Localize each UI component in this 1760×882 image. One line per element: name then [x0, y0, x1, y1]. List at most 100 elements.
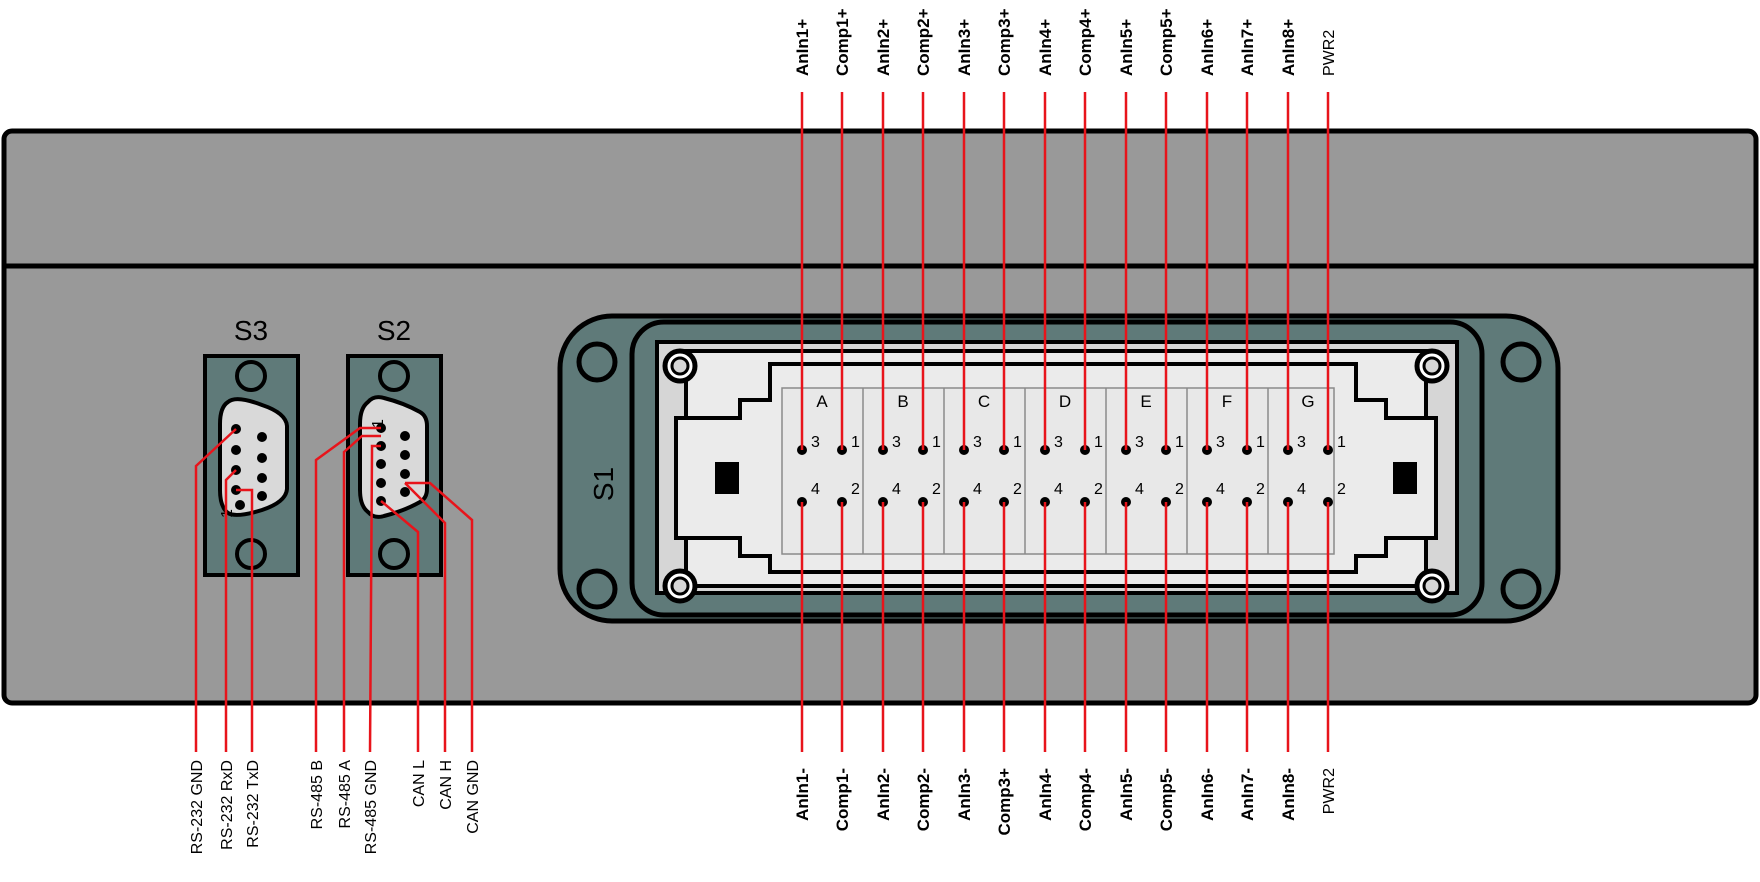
s2-wire-can-gnd — [405, 481, 474, 752]
contact-number: 1 — [1013, 434, 1022, 451]
bottom-wire-label: AnIn5- — [1117, 768, 1136, 821]
top-wire-label: AnIn5+ — [1117, 19, 1136, 76]
s2-pin — [376, 459, 386, 469]
bottom-wire-label: Comp3+ — [995, 768, 1014, 836]
s2-wire-label: RS-485 A — [337, 760, 354, 829]
contact-number: 1 — [851, 434, 860, 451]
s2-pin — [400, 469, 410, 479]
contact-number: 3 — [1216, 434, 1225, 451]
s3-wire-gnd — [194, 428, 237, 752]
column-letter: D — [1059, 392, 1071, 411]
s1-keying-top — [686, 362, 1426, 420]
s1-flange-hole-tr — [1500, 341, 1542, 383]
s2-screw-top — [378, 360, 410, 392]
s1-flange-hole-br — [1500, 568, 1542, 610]
top-wire-label: AnIn2+ — [874, 19, 893, 76]
s2-pins — [376, 423, 410, 506]
s2-wire-label: CAN L — [411, 760, 428, 807]
s3-wire-label: RS-232 TxD — [245, 760, 262, 848]
s2-wire-label: RS-485 GND — [363, 760, 380, 854]
s2-wire-label: CAN GND — [465, 760, 482, 834]
s2-pin — [400, 450, 410, 460]
bottom-wire-label: Comp5- — [1157, 768, 1176, 831]
contact-number: 1 — [1175, 434, 1184, 451]
s2-wire-can-h — [404, 482, 447, 752]
top-wire-label: Comp1+ — [833, 8, 852, 76]
s2-wire-label: RS-485 B — [309, 760, 326, 829]
contact-number: 2 — [932, 481, 941, 498]
s2-wire-rs485-gnd — [368, 444, 381, 753]
contact-number: 4 — [892, 481, 901, 498]
top-wire-label: PWR2 — [1321, 30, 1338, 76]
top-wire-label: AnIn3+ — [955, 19, 974, 76]
bottom-wire-label: Comp4- — [1076, 768, 1095, 831]
s1-flange-hole-bl — [576, 568, 618, 610]
top-wire-label: Comp2+ — [914, 8, 933, 76]
contact-number: 4 — [1216, 481, 1225, 498]
s3-dsub-shell — [218, 397, 289, 517]
contact-number: 2 — [1013, 481, 1022, 498]
s2-wire-label: CAN H — [438, 760, 455, 810]
top-wire-label: Comp5+ — [1157, 8, 1176, 76]
s2-screw-bottom — [378, 538, 410, 570]
contact-number: 2 — [1175, 481, 1184, 498]
top-wire-label: AnIn7+ — [1238, 19, 1257, 76]
s2-pin — [376, 478, 386, 488]
top-wire-label: AnIn1+ — [793, 19, 812, 76]
s1-title: S1 — [588, 467, 619, 501]
s3-pin — [257, 432, 267, 442]
s2-pin — [400, 487, 410, 497]
s1-key-block-right — [1393, 462, 1417, 494]
top-wire-label: Comp4+ — [1076, 8, 1095, 76]
s3-title: S3 — [234, 315, 268, 346]
s2-pin1-label: 1 — [370, 419, 387, 428]
contact-number: 4 — [811, 481, 820, 498]
contact-number: 3 — [1054, 434, 1063, 451]
bottom-wire-label: AnIn1- — [793, 768, 812, 821]
bottom-wire-label: AnIn3- — [955, 768, 974, 821]
s2-dsub-shell — [358, 395, 429, 519]
s2-wire-rs485-b — [314, 426, 381, 752]
s1-keying-bottom — [686, 536, 1426, 574]
s1-flange-hole-tl — [576, 341, 618, 383]
s3-wire-txd — [236, 488, 254, 752]
contact-number: 3 — [892, 434, 901, 451]
s1-key-block-left — [715, 462, 739, 494]
s3-pin — [257, 453, 267, 463]
s3-pin1-label: 1 — [219, 509, 236, 518]
contact-number: 1 — [932, 434, 941, 451]
s3-wire-label: RS-232 GND — [189, 760, 206, 854]
contact-number: 2 — [851, 481, 860, 498]
connector-s2: S2 1 — [346, 315, 443, 577]
contact-number: 1 — [1256, 434, 1265, 451]
contact-number: 2 — [1256, 481, 1265, 498]
s3-pin — [231, 445, 241, 455]
s3-pin — [257, 491, 267, 501]
wires — [194, 92, 1330, 753]
top-wire-label: Comp3+ — [995, 8, 1014, 76]
s3-pin — [257, 473, 267, 483]
column-letter: F — [1222, 392, 1232, 411]
column-letter: C — [978, 392, 990, 411]
s3-pin — [235, 500, 245, 510]
contact-number: 4 — [1297, 481, 1306, 498]
contact-number: 1 — [1337, 434, 1346, 451]
s2-pin — [400, 431, 410, 441]
s3-screw-top — [235, 360, 267, 392]
contact-number: 3 — [811, 434, 820, 451]
top-wire-label: AnIn6+ — [1198, 19, 1217, 76]
contact-number: 4 — [1054, 481, 1063, 498]
s3-wire-label: RS-232 RxD — [219, 760, 236, 850]
s1-contact-field — [781, 387, 1335, 555]
s3-wire-rxd — [224, 469, 237, 752]
bottom-wire-label: AnIn6- — [1198, 768, 1217, 821]
s2-wire-rs485-a — [342, 434, 381, 752]
top-wire-label: AnIn8+ — [1279, 19, 1298, 76]
bottom-wire-label: AnIn7- — [1238, 768, 1257, 821]
contact-number: 4 — [973, 481, 982, 498]
bottom-wire-label: Comp1- — [833, 768, 852, 831]
column-letter: A — [816, 392, 828, 411]
bottom-wire-label: AnIn8- — [1279, 768, 1298, 821]
